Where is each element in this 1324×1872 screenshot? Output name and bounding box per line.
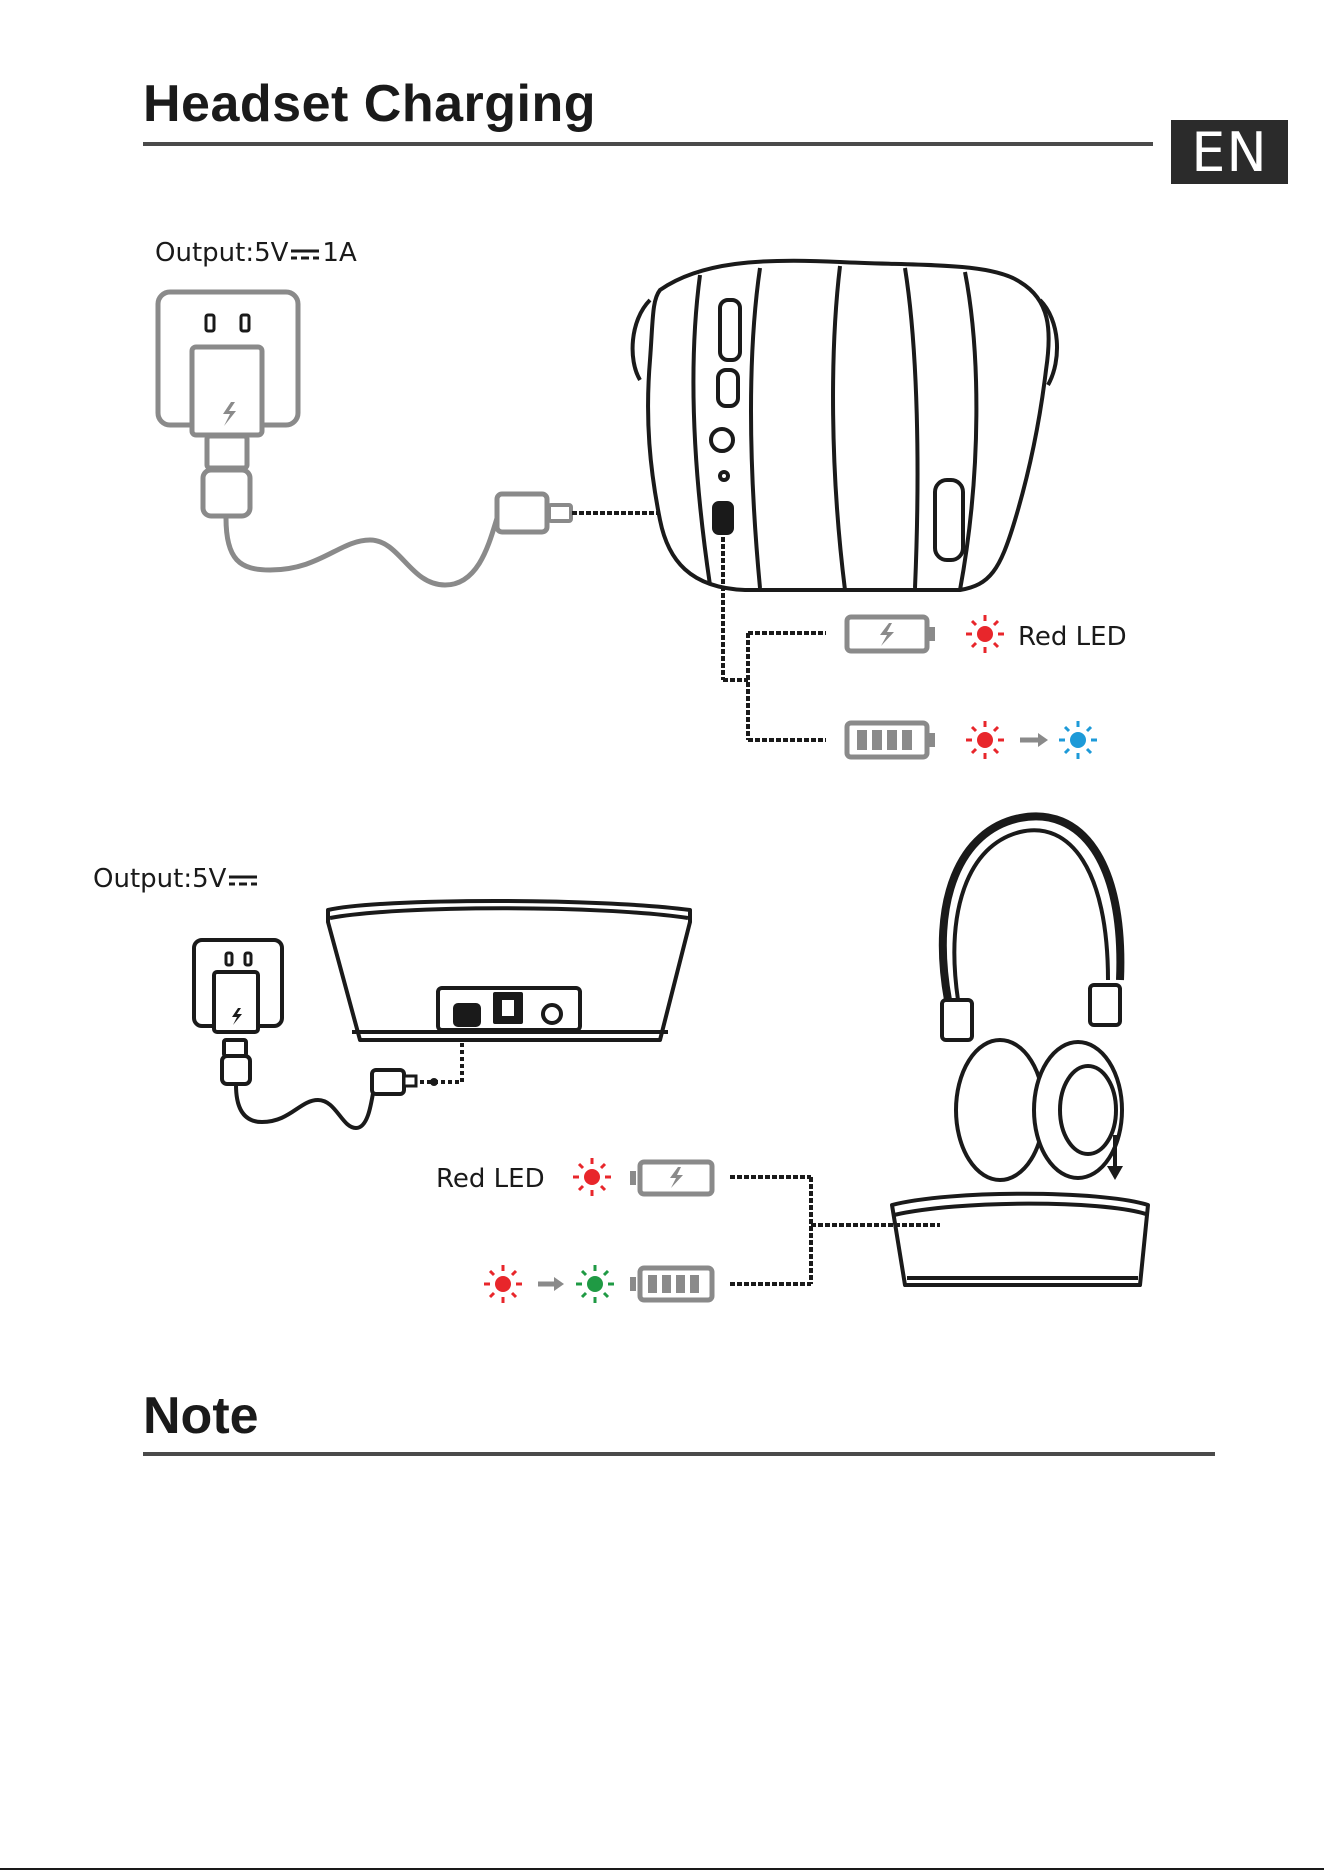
usb-c-plug-icon: [372, 1070, 416, 1094]
headset-folded-icon: [633, 261, 1057, 590]
base-station-rear-icon: [328, 901, 690, 1040]
usb-charger-icon: [192, 347, 262, 516]
blue-led-icon: [1059, 721, 1097, 759]
note-heading: Note: [143, 1390, 259, 1442]
note-underline: [143, 1452, 1215, 1456]
red-led-icon: [966, 721, 1004, 759]
battery-charging-icon: [847, 617, 935, 651]
arrow-right-icon: [1020, 733, 1048, 747]
usb-cable: [226, 515, 498, 585]
battery-full-icon: [847, 723, 935, 757]
base-station-front-icon: [892, 1194, 1148, 1285]
red-led-icon: [573, 1158, 611, 1196]
headset-on-base-icon: [942, 816, 1122, 1180]
usb-cable: [236, 1082, 375, 1128]
arrow-right-icon: [538, 1277, 564, 1291]
red-led-icon: [966, 615, 1004, 653]
battery-full-icon: [630, 1268, 712, 1300]
green-led-icon: [576, 1265, 614, 1303]
usb-c-plug-icon: [497, 494, 571, 532]
red-led-icon: [484, 1265, 522, 1303]
battery-charging-icon: [630, 1162, 712, 1194]
usb-charger-icon: [214, 972, 258, 1084]
